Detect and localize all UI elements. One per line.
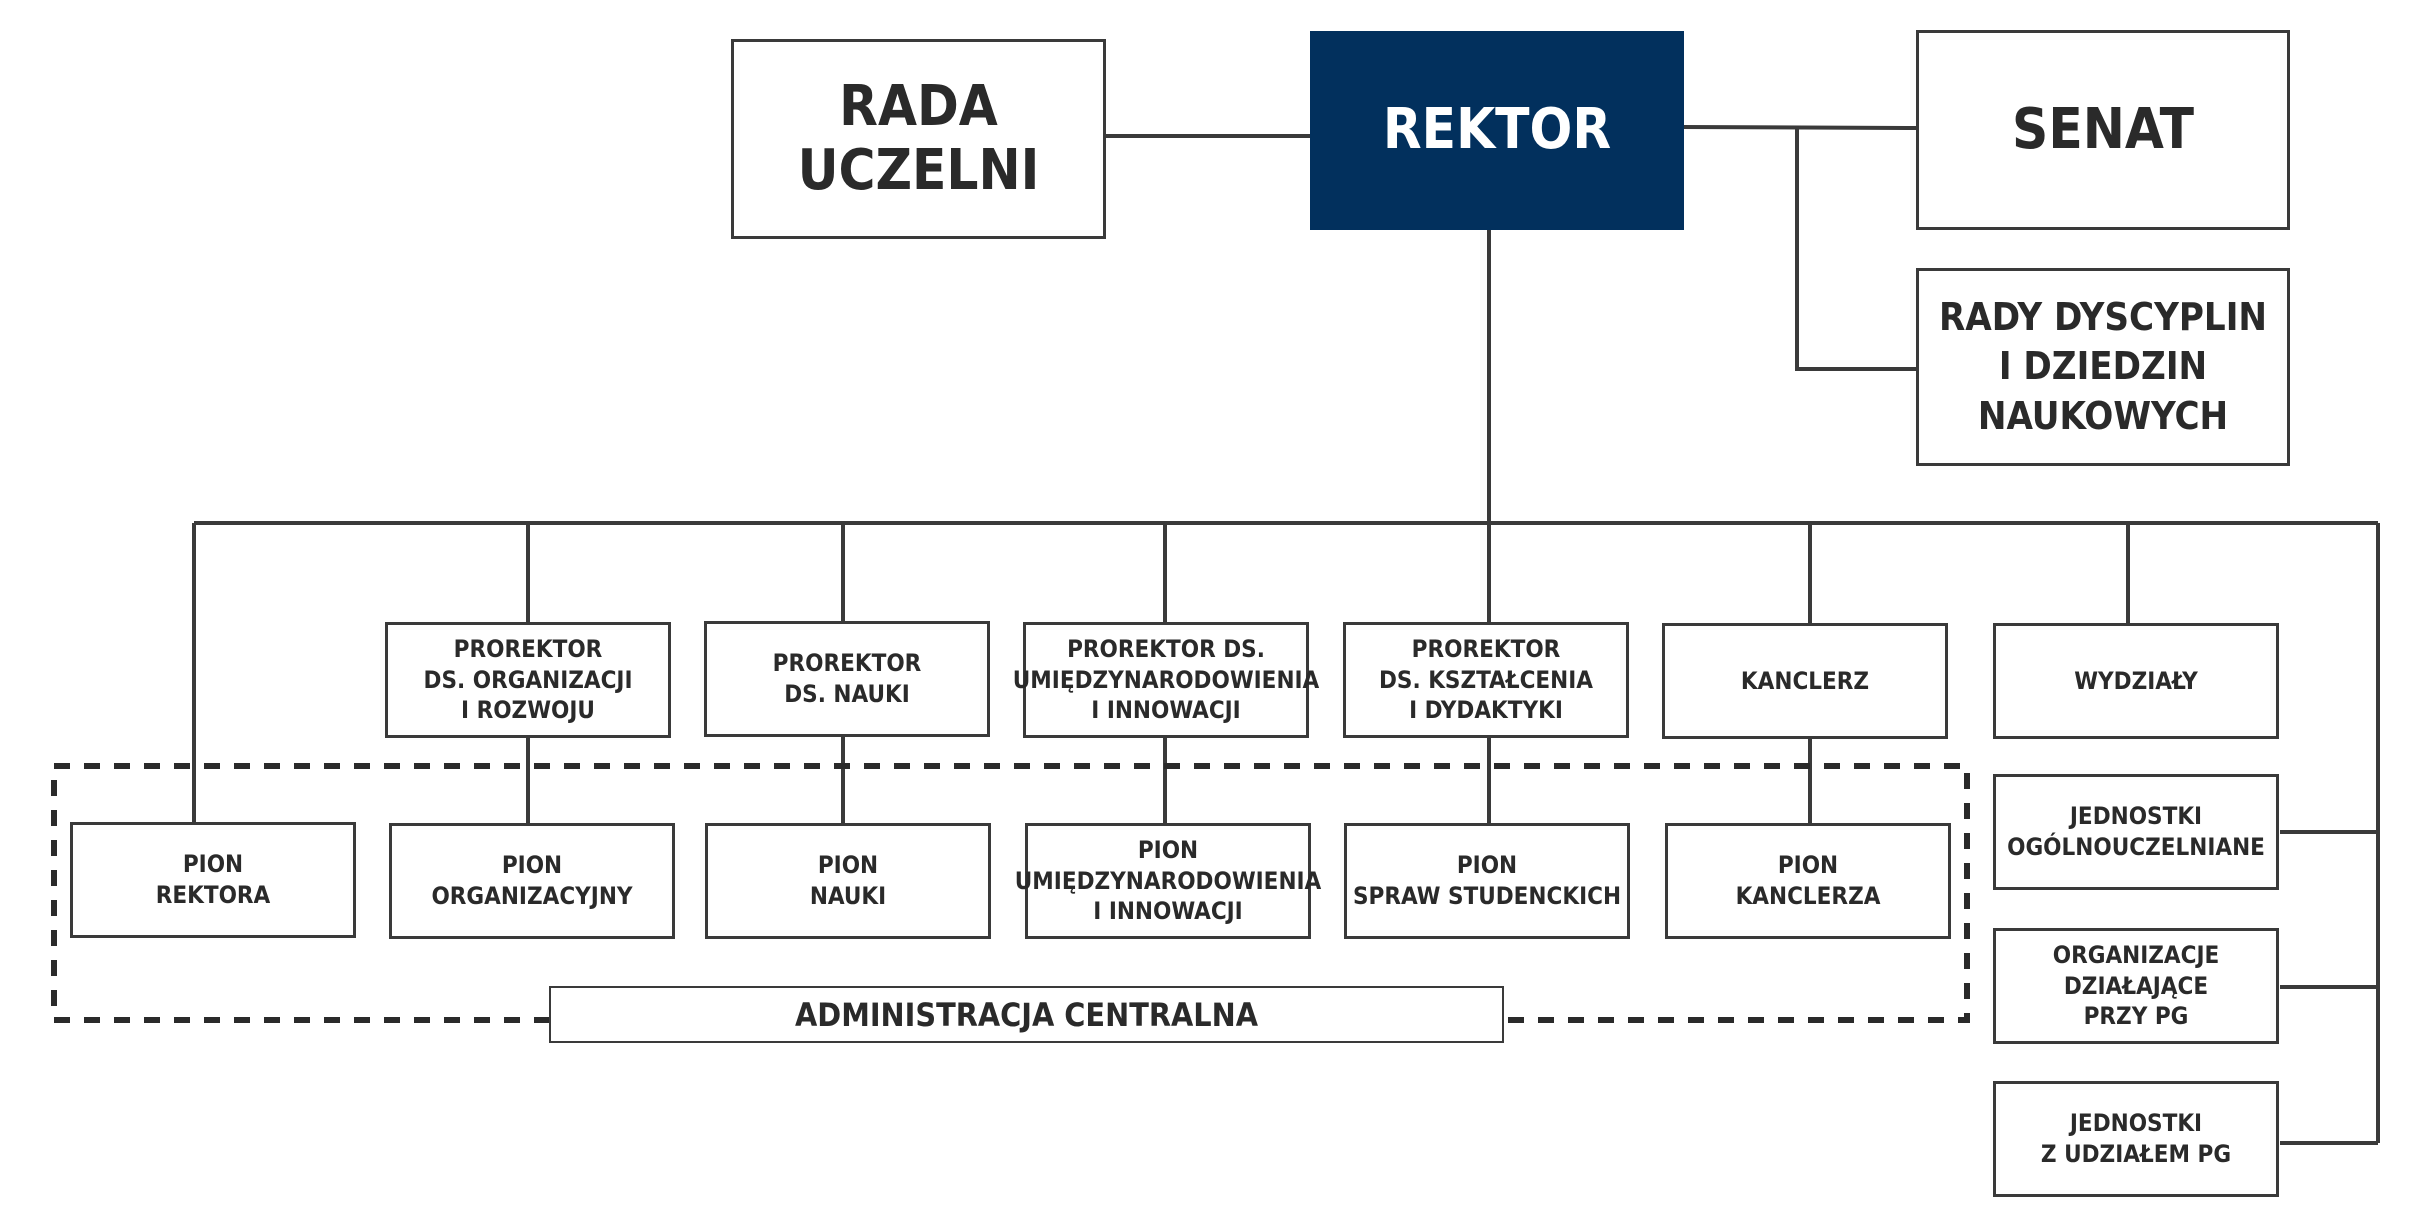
pion-kanclerza-box: PION KANCLERZA [1665, 823, 1951, 939]
organizacje-box: ORGANIZACJE DZIAŁAJĄCE PRZY PG [1993, 928, 2279, 1044]
rektor-box: REKTOR [1310, 31, 1684, 230]
senat-box: SENAT [1916, 30, 2290, 230]
connector-rady-dyscyplin [1795, 128, 1916, 371]
pion-organizacyjny-box: PION ORGANIZACYJNY [389, 823, 675, 939]
prorektor-umiedzynarodowienia-label: PROREKTOR DS. UMIĘDZYNARODOWIENIA I INNO… [1012, 634, 1320, 725]
pion-umiedzynarodowienia-box: PION UMIĘDZYNARODOWIENIA I INNOWACJI [1015, 823, 1321, 939]
connector-rektor-senat [1682, 125, 1917, 130]
prorektor-organizacji-label: PROREKTOR DS. ORGANIZACJI I ROZWOJU [423, 634, 633, 725]
prorektor-organizacji-box: PROREKTOR DS. ORGANIZACJI I ROZWOJU [385, 622, 671, 738]
rektor-label: REKTOR [1382, 97, 1612, 163]
pion-nauki-label: PION NAUKI [809, 851, 887, 910]
jednostki-ogolnouczelniane-box: JEDNOSTKI OGÓLNOUCZELNIANE [1993, 774, 2279, 890]
wydzialy-label: WYDZIAŁY [2074, 666, 2198, 695]
pion-rektora-label: PION REKTORA [155, 850, 271, 909]
prorektor-ksztalcenia-box: PROREKTOR DS. KSZTAŁCENIA I DYDAKTYKI [1343, 622, 1629, 738]
jednostki-z-udzialem-label: JEDNOSTKI Z UDZIAŁEM PG [2040, 1109, 2232, 1168]
kanclerz-label: KANCLERZ [1740, 666, 1870, 695]
prorektor-umiedzynarodowienia-box: PROREKTOR DS. UMIĘDZYNARODOWIENIA I INNO… [1013, 622, 1319, 738]
rady-dyscyplin-label: RADY DYSCYPLIN I DZIEDZIN NAUKOWYCH [1938, 294, 2268, 438]
prorektor-ksztalcenia-label: PROREKTOR DS. KSZTAŁCENIA I DYDAKTYKI [1379, 634, 1593, 725]
pion-organizacyjny-label: PION ORGANIZACYJNY [431, 851, 633, 910]
jednostki-ogolnouczelniane-label: JEDNOSTKI OGÓLNOUCZELNIANE [2007, 802, 2265, 861]
rada-uczelni-box: RADA UCZELNI [731, 39, 1106, 239]
pion-rektora-box: PION REKTORA [70, 822, 356, 938]
rada-uczelni-label: RADA UCZELNI [797, 73, 1040, 203]
pion-umiedzynarodowienia-label: PION UMIĘDZYNARODOWIENIA I INNOWACJI [1014, 835, 1322, 926]
wydzialy-box: WYDZIAŁY [1993, 623, 2279, 739]
pion-kanclerza-label: PION KANCLERZA [1735, 851, 1881, 910]
prorektor-nauki-label: PROREKTOR DS. NAUKI [772, 649, 922, 708]
pion-nauki-box: PION NAUKI [705, 823, 991, 939]
pion-spraw-studenckich-label: PION SPRAW STUDENCKICH [1352, 851, 1622, 910]
pion-spraw-studenckich-box: PION SPRAW STUDENCKICH [1344, 823, 1630, 939]
organizacje-label: ORGANIZACJE DZIAŁAJĄCE PRZY PG [2052, 940, 2220, 1031]
jednostki-z-udzialem-box: JEDNOSTKI Z UDZIAŁEM PG [1993, 1081, 2279, 1197]
administracja-centralna-label: ADMINISTRACJA CENTRALNA [795, 995, 1258, 1034]
kanclerz-box: KANCLERZ [1662, 623, 1948, 739]
administracja-centralna-box: ADMINISTRACJA CENTRALNA [549, 986, 1504, 1043]
senat-label: SENAT [2012, 96, 2194, 162]
prorektor-nauki-box: PROREKTOR DS. NAUKI [704, 621, 990, 737]
rady-dyscyplin-box: RADY DYSCYPLIN I DZIEDZIN NAUKOWYCH [1916, 268, 2290, 466]
